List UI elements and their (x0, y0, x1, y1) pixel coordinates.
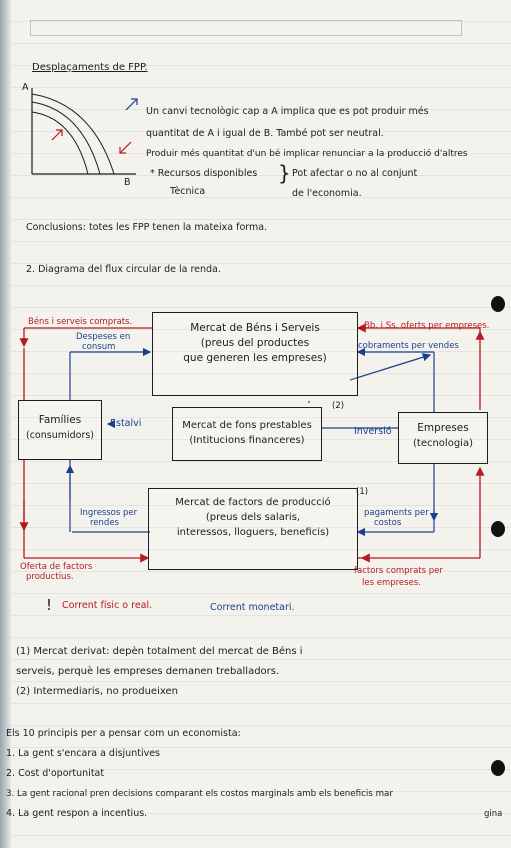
punch-hole (491, 296, 505, 312)
label-pagaments-1: pagaments per (364, 508, 429, 518)
mercat-bens-line-1: Mercat de Béns i Serveis (190, 322, 320, 334)
empreses-line-1: Empreses (417, 422, 469, 434)
punch-hole (491, 760, 505, 776)
label-factors-comprats-2: les empreses. (362, 578, 421, 588)
heading: Desplaçaments de FPP. (32, 62, 148, 73)
axis-label-b: B (124, 177, 131, 188)
arrow-up-right-icon (125, 98, 138, 111)
footnote-line-1: (1) Mercat derivat: depèn totalment del … (16, 646, 303, 657)
mercat-fons-line-2: (Intitucions financeres) (189, 435, 305, 446)
mercat-fons-line-1: Mercat de fons prestables (182, 420, 312, 431)
label-mark-2: (2) (332, 401, 345, 411)
principle-4: 4. La gent respon a incentius. (6, 808, 148, 819)
mercat-factors-line-3: interessos, lloguers, beneficis) (176, 527, 330, 538)
note-line-4b: Pot afectar o no al conjunt (292, 168, 418, 179)
principle-3-tail: gina (484, 809, 503, 819)
box-mercat-factors: Mercat de factors de producció (preus de… (148, 488, 358, 570)
families-line-2: (consumidors) (25, 430, 95, 441)
label-factors-comprats-1: factors comprats per (354, 566, 443, 576)
footnote-line-2: serveis, perquè les empreses demanen tre… (16, 666, 280, 677)
label-cobraments: cobraments per vendes (358, 341, 459, 351)
note-line-3: Produir més quantitat d'un bé implicar r… (146, 149, 468, 159)
label-inversio: Inversió (354, 426, 392, 437)
box-mercat-fons: Mercat de fons prestables (Intitucions f… (172, 407, 322, 461)
punch-hole (491, 521, 505, 537)
label-oferts: Bb. i Ss. oferts per empreses. (364, 321, 490, 331)
legend-real: Corrent físic o real. (62, 600, 153, 611)
note-line-5b: de l'economia. (292, 188, 362, 199)
label-bens-comprats: Béns i serveis comprats. (28, 317, 133, 327)
principles-title: Els 10 principis per a pensar com un eco… (6, 728, 241, 739)
footnote-line-3: (2) Intermediaris, no produeixen (16, 686, 178, 697)
empreses-line-2: (tecnologia) (413, 438, 473, 449)
ppf-graph (31, 88, 136, 175)
section-2-title: 2. Diagrama del flux circular de la rend… (26, 264, 221, 275)
notebook-binding (0, 0, 11, 848)
families-line-1: Famílies (38, 414, 82, 426)
note-line-5a: Tècnica (170, 186, 206, 197)
mercat-bens-line-3: que generen les empreses) (183, 352, 327, 364)
mercat-factors-line-2: (preus dels salaris, (205, 512, 301, 523)
legend-exclaim: ! (46, 596, 53, 614)
label-ingressos-2: rendes (90, 518, 119, 528)
mercat-factors-line-1: Mercat de factors de producció (175, 497, 331, 508)
label-estalvi: Estalvi (110, 418, 142, 429)
arrow-down-left-icon (119, 141, 132, 154)
label-ingressos-1: Ingressos per (80, 508, 138, 518)
principle-3: 3. La gent racional pren decisions compa… (6, 789, 393, 799)
note-line-2: quantitat de A i igual de B. També pot s… (146, 128, 384, 139)
label-oferta-factors-2: productius. (26, 572, 74, 582)
principle-2: 2. Cost d'oportunitat (6, 768, 105, 779)
axis-label-a: A (22, 82, 29, 93)
principle-1: 1. La gent s'encara a disjuntives (6, 748, 160, 759)
box-empreses: Empreses (tecnologia) (398, 412, 488, 464)
label-despeses-2: consum (82, 342, 116, 352)
header-box (30, 20, 462, 36)
conclusions: Conclusions: totes les FPP tenen la mate… (26, 222, 268, 233)
note-line-1: Un canvi tecnològic cap a A implica que … (146, 106, 429, 117)
brace: } (278, 161, 291, 185)
circular-flow-arrows (19, 323, 485, 563)
note-line-4a: * Recursos disponibles (150, 168, 258, 179)
box-mercat-bens: Mercat de Béns i Serveis (preus del prod… (152, 312, 358, 396)
legend-monetari: Corrent monetari. (210, 602, 295, 613)
label-oferta-factors-1: Oferta de factors (20, 562, 93, 572)
box-families: Famílies (consumidors) (18, 400, 102, 460)
label-despeses-1: Despeses en (76, 332, 131, 342)
label-pagaments-2: costos (374, 518, 402, 528)
mercat-bens-line-2: (preus del productes (200, 337, 310, 349)
label-mark-1: (1) (356, 487, 369, 497)
